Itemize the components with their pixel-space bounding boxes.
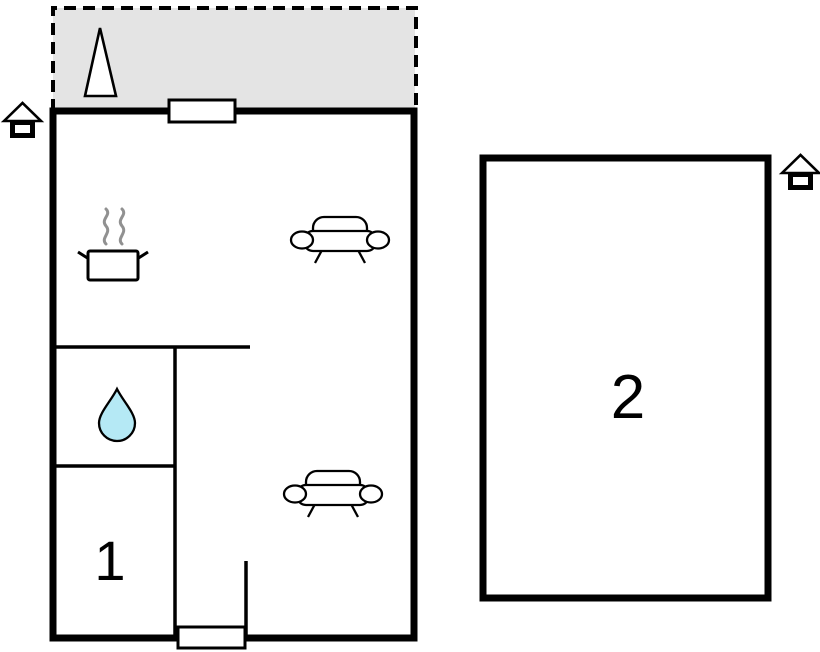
steam-icon: [102, 207, 110, 246]
water-drop-icon: [97, 386, 137, 443]
window-icon: [167, 98, 237, 124]
building-2-outline: [479, 154, 772, 602]
pot-body: [86, 249, 140, 282]
room-2-label: 2: [611, 363, 645, 432]
house-entrance-icon-right: [780, 153, 820, 192]
terrace-dashed-boundary: [51, 6, 418, 111]
room-1-label: 1: [94, 529, 125, 592]
tree-icon: [83, 27, 118, 98]
cooking-pot-icon: [77, 207, 149, 282]
door-icon: [176, 625, 247, 650]
main-building-outline: [49, 107, 418, 642]
house-entrance-icon-left: [2, 101, 43, 140]
steam-icon: [118, 207, 126, 246]
